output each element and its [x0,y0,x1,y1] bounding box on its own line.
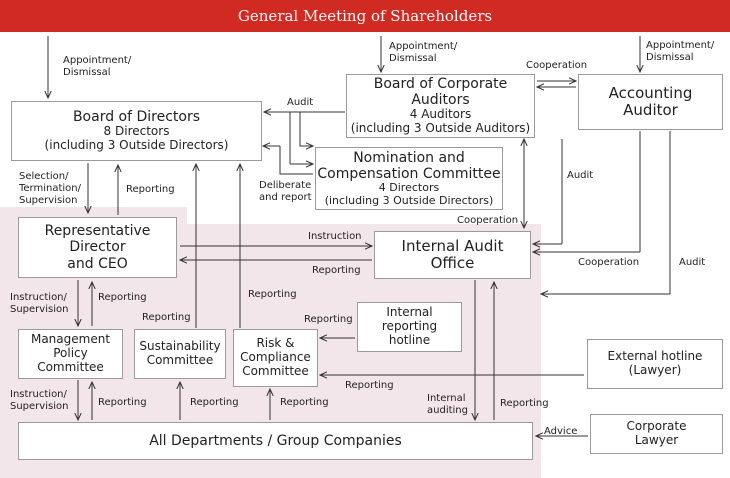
appointment-label-accounting: Appointment/ Dismissal [646,40,714,64]
nomination-line1: Nomination and [353,149,465,166]
board-of-corporate-auditors-box: Board of Corporate Auditors 4 Auditors (… [346,74,535,138]
audit-label-right: Audit [567,170,594,181]
hotline-line2: hotline [388,332,431,347]
rep-director-line1: Representative [44,223,151,240]
reporting-dept-ia-label: Reporting [500,398,549,409]
instruction-label-text: Instruction/ [10,389,67,400]
reporting-mp-ceo-label: Reporting [98,292,147,303]
corporate-lawyer-line2: Lawyer [634,433,679,447]
appointment-label-text: Appointment/ [389,41,458,52]
all-departments-box: All Departments / Group Companies [18,422,533,460]
dismissal-label-text: Dismissal [646,52,694,63]
external-hotline-line1: External hotline [607,349,703,364]
board-of-directors-outside: (including 3 Outside Directors) [44,138,229,153]
appointment-label-text: Appointment/ [646,40,715,51]
selection-label-text: Selection/ [19,171,69,182]
deliberate-report-label: Deliberate and report [259,180,312,204]
reporting-risk-label: Reporting [248,289,297,300]
sustainability-committee-box: Sustainability Committee [134,329,226,379]
reporting-dept-risk-label: Reporting [280,397,329,408]
external-hotline-box: External hotline (Lawyer) [587,339,723,389]
advice-label: Advice [544,426,578,437]
rep-director-line3: and CEO [67,255,128,272]
internal-reporting-hotline-box: Internal reporting hotline [357,302,462,352]
management-policy-line1: Management [30,332,111,347]
deliberate-label-text: Deliberate [259,180,312,191]
internal-audit-line1: Internal Audit [401,236,504,255]
auditors-title-line2: Auditors [411,92,470,109]
accounting-auditor-box: Accounting Auditor [578,74,723,130]
management-policy-line3: Committee [37,359,104,374]
internal-label-text: Internal [427,393,466,404]
reporting-ceo-board-label: Reporting [126,184,175,195]
board-of-directors-box: Board of Directors 8 Directors (includin… [11,101,262,161]
board-of-directors-title: Board of Directors [72,109,201,126]
supervision-label-text: Supervision [19,195,78,206]
management-policy-committee-box: Management Policy Committee [18,329,123,379]
nomination-compensation-committee-box: Nomination and Compensation Committee 4 … [315,147,503,210]
internal-auditing-label: Internal auditing [427,393,468,417]
auditors-title-line1: Board of Corporate [373,76,508,93]
sustainability-line1: Sustainability [139,339,221,354]
internal-audit-office-box: Internal Audit Office [374,231,531,279]
reporting-sustainability-label: Reporting [142,312,191,323]
external-hotline-line2: (Lawyer) [628,363,682,377]
representative-director-box: Representative Director and CEO [18,217,177,278]
reporting-dept-sust-label: Reporting [190,397,239,408]
audit-label-top: Audit [287,97,314,108]
corporate-lawyer-line1: Corporate [626,419,687,434]
nomination-count: 4 Directors [378,180,440,194]
nomination-line2: Compensation Committee [317,165,501,182]
auditors-outside: (including 3 Outside Auditors) [350,121,531,136]
all-departments-label: All Departments / Group Companies [149,432,402,449]
instruction-label-text: Instruction/ [10,292,67,303]
rep-director-line2: Director [69,239,126,256]
management-policy-line2: Policy [53,346,88,361]
supervision-label-text: Supervision [10,304,69,315]
instruction-supervision-label-1: Instruction/ Supervision [10,292,68,316]
board-of-directors-count: 8 Directors [103,124,170,139]
reporting-dept-mp-label: Reporting [98,397,147,408]
risk-compliance-line1: Risk & [256,336,295,351]
auditors-count: 4 Auditors [409,107,472,122]
shareholders-meeting-header: General Meeting of Shareholders [0,0,730,32]
internal-audit-line2: Office [430,254,475,272]
instruction-supervision-label-2: Instruction/ Supervision [10,389,68,413]
risk-compliance-committee-box: Risk & Compliance Committee [233,329,318,387]
corporate-lawyer-box: Corporate Lawyer [590,414,723,454]
supervision-label-text: Supervision [10,401,69,412]
appointment-label-directors: Appointment/ Dismissal [63,55,131,79]
appointment-label-auditors: Appointment/ Dismissal [389,41,457,65]
risk-compliance-line3: Committee [242,363,309,378]
hotline-line1: Internal reporting [381,305,438,334]
dismissal-label-text: Dismissal [389,53,437,64]
audit-label-far-right: Audit [679,257,706,268]
appointment-label-text: Appointment/ [63,55,132,66]
cooperation-label-mid: Cooperation [457,215,519,226]
risk-compliance-line2: Compliance [240,350,311,365]
cooperation-label-top: Cooperation [526,60,588,71]
accounting-auditor-line2: Auditor [623,101,678,119]
and-report-label-text: and report [259,192,312,203]
reporting-external-label: Reporting [345,380,394,391]
auditing-label-text: auditing [427,405,468,416]
cooperation-label-right: Cooperation [578,257,640,268]
sustainability-line2: Committee [146,353,214,367]
reporting-ia-ceo-label: Reporting [312,265,361,276]
reporting-hotline-label: Reporting [304,314,353,325]
termination-label-text: Termination/ [19,183,82,194]
instruction-ceo-ia-label: Instruction [308,231,362,242]
accounting-auditor-line1: Accounting [608,83,693,102]
nomination-outside: (including 3 Outside Directors) [324,193,494,207]
dismissal-label-text: Dismissal [63,67,111,78]
selection-termination-label: Selection/ Termination/ Supervision [19,171,81,207]
